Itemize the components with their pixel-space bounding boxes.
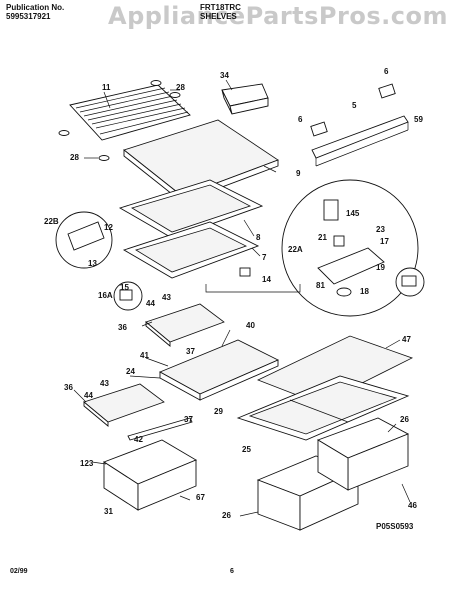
figure-code: P05S0593 xyxy=(376,522,414,531)
callout: 24 xyxy=(126,367,135,376)
callout-labels: 11 28 28 34 6 6 5 59 9 22B 12 13 8 7 14 … xyxy=(44,67,423,520)
callout: 13 xyxy=(88,259,97,268)
callout: 31 xyxy=(104,507,113,516)
callout: 7 xyxy=(262,253,267,262)
rail-bracket xyxy=(378,83,396,99)
callout: 9 xyxy=(296,169,301,178)
rack-end-cap xyxy=(169,92,181,98)
control-housing xyxy=(317,247,385,285)
callout: 67 xyxy=(196,493,205,502)
light-switch xyxy=(239,267,251,277)
light-socket xyxy=(333,235,345,247)
model-number: FRT18TRC xyxy=(200,3,241,12)
callout: 17 xyxy=(380,237,389,246)
callout: 37 xyxy=(184,415,193,424)
damper-housing xyxy=(67,221,105,251)
callout: 5 xyxy=(352,101,357,110)
callout: 22B xyxy=(44,217,59,226)
callout: 40 xyxy=(246,321,255,330)
callout: 14 xyxy=(262,275,271,284)
callout: 37 xyxy=(186,347,195,356)
thermostat xyxy=(323,199,339,221)
bracket-line xyxy=(205,284,301,293)
callout: 36 xyxy=(64,383,73,392)
leader-lines xyxy=(73,79,411,517)
switch xyxy=(401,275,417,287)
left-drawer xyxy=(103,439,198,511)
callout: 42 xyxy=(134,435,143,444)
middle-glass-shelf xyxy=(159,339,279,401)
wire-shelf xyxy=(69,84,191,141)
crisper-drawer-back xyxy=(316,417,410,491)
callout: 15 xyxy=(120,283,129,292)
callout: 6 xyxy=(384,67,389,76)
drawer-rail xyxy=(127,417,193,441)
callout: 34 xyxy=(220,71,229,80)
callout: 59 xyxy=(414,115,423,124)
callout: 11 xyxy=(102,83,111,92)
callout: 28 xyxy=(70,153,79,162)
small-glass-shelf-lower xyxy=(83,383,165,427)
small-glass-shelf-upper xyxy=(145,303,225,347)
shelf-frame xyxy=(118,179,264,239)
publication-number: 5995317921 xyxy=(6,12,51,21)
callout: 25 xyxy=(242,445,251,454)
callout: 29 xyxy=(214,407,223,416)
callout: 43 xyxy=(162,293,171,302)
callout: 16A xyxy=(98,291,113,300)
rail-bracket xyxy=(310,121,328,137)
callout: 22A xyxy=(288,245,303,254)
callout: 26 xyxy=(222,511,231,520)
page-number: 6 xyxy=(230,568,234,575)
callout: 44 xyxy=(146,299,155,308)
callout: 6 xyxy=(298,115,303,124)
clip xyxy=(119,289,133,301)
rack-end-cap xyxy=(58,130,70,136)
callout: 46 xyxy=(408,501,417,510)
knob xyxy=(336,287,352,297)
callout: 23 xyxy=(376,225,385,234)
callout: 21 xyxy=(318,233,327,242)
publication-label: Publication No. xyxy=(6,3,65,12)
footer-date: 02/99 xyxy=(10,568,28,575)
callout: 28 xyxy=(176,83,185,92)
callout: 44 xyxy=(84,391,93,400)
callout: 12 xyxy=(104,223,113,232)
callout: 41 xyxy=(140,351,149,360)
rack-end-cap xyxy=(98,155,110,161)
callout: 145 xyxy=(346,209,360,218)
callout: 8 xyxy=(256,233,261,242)
callout: 26 xyxy=(400,415,409,424)
callout: 18 xyxy=(360,287,369,296)
shelf-rail xyxy=(311,115,409,167)
rack-end-cap xyxy=(150,80,162,86)
callout: 123 xyxy=(80,459,94,468)
callout: 47 xyxy=(402,335,411,344)
detail-circle-control xyxy=(281,179,419,317)
callout: 43 xyxy=(100,379,109,388)
callout: 36 xyxy=(118,323,127,332)
meat-keeper-bin xyxy=(221,83,269,115)
callout: 19 xyxy=(376,263,385,272)
section-title: SHELVES xyxy=(200,12,237,21)
crisper-frame xyxy=(236,375,410,441)
crisper-cover xyxy=(122,221,260,279)
callout: 81 xyxy=(316,281,325,290)
watermark: AppliancePartsPros.com xyxy=(108,2,448,30)
